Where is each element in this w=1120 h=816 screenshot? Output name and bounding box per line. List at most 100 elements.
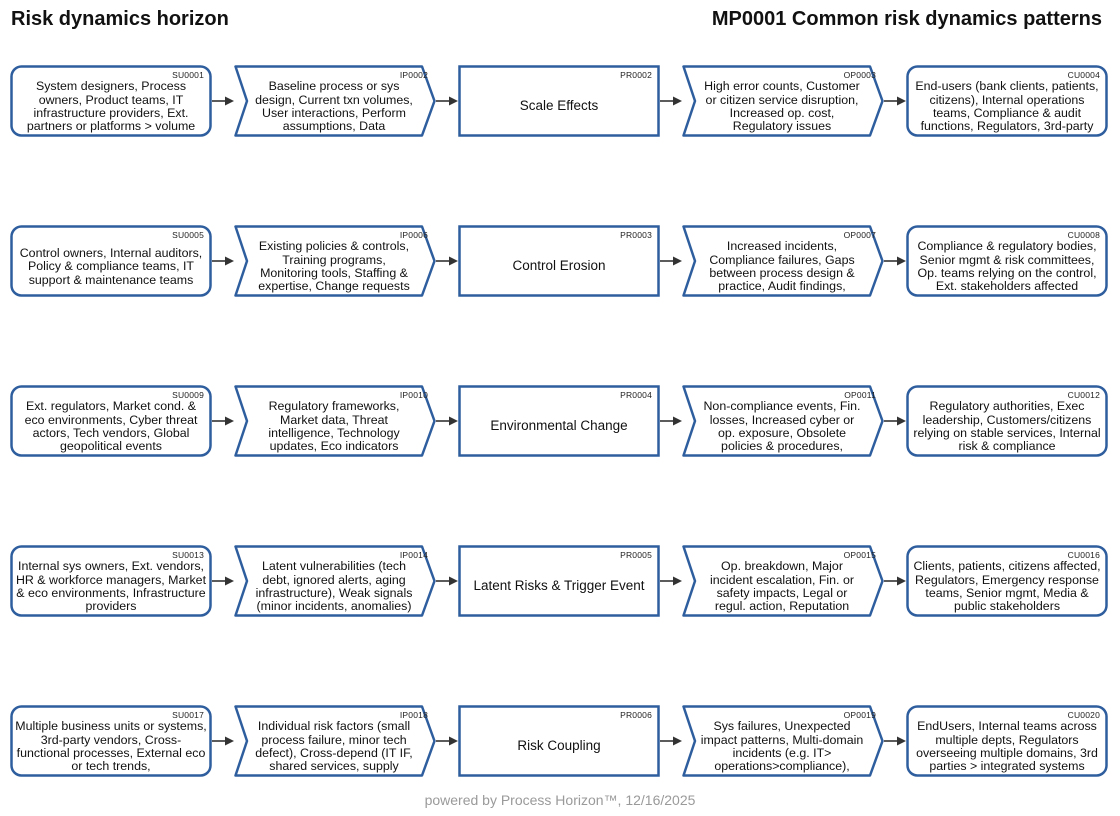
page-title: Risk dynamics horizon [11, 8, 229, 30]
customer-text: EndUsers, Internal teams across multiple… [916, 719, 1098, 774]
input-code: IP0014 [399, 550, 428, 560]
output-code: OP0019 [843, 710, 876, 720]
output-text: Op. breakdown, Major incident escalation… [710, 559, 854, 614]
process-shape [458, 545, 660, 617]
input-text: Regulatory frameworks, Market data, Thre… [268, 399, 400, 454]
supplier-text: Internal sys owners, Ext. vendors, HR & … [15, 559, 207, 614]
flow-arrow [884, 96, 906, 106]
supplier-text: Ext. regulators, Market cond. & eco envi… [24, 399, 198, 454]
output-text: High error counts, Customer or citizen s… [704, 79, 860, 134]
input-shape [234, 545, 436, 617]
customer-shape [906, 705, 1108, 777]
input-code: IP0018 [399, 710, 428, 720]
flow-arrow [436, 256, 458, 266]
customer-shape [906, 65, 1108, 137]
flow-arrow [212, 96, 234, 106]
process-code: PR0002 [620, 70, 652, 80]
flow-arrow [660, 736, 682, 746]
process-text: Environmental Change [490, 418, 628, 434]
supplier-shape [10, 385, 212, 457]
flow-arrow [884, 416, 906, 426]
process-shape [458, 385, 660, 457]
input-shape [234, 385, 436, 457]
input-text: Individual risk factors (small process f… [255, 719, 413, 774]
flow-arrow [884, 256, 906, 266]
flow-arrow [212, 736, 234, 746]
process-shape [458, 65, 660, 137]
supplier-shape [10, 545, 212, 617]
output-code: OP0011 [844, 390, 876, 400]
output-shape [682, 65, 884, 137]
process-text: Latent Risks & Trigger Event [473, 578, 645, 594]
flow-arrow [212, 416, 234, 426]
customer-code: CU0004 [1067, 70, 1100, 80]
process-text: Scale Effects [519, 98, 599, 114]
process-code: PR0004 [620, 390, 652, 400]
input-shape [234, 705, 436, 777]
output-shape [682, 225, 884, 297]
footer-credit: powered by Process Horizon™, 12/16/2025 [424, 792, 696, 808]
input-text: Latent vulnerabilities (tech debt, ignor… [255, 559, 413, 614]
input-text: Existing policies & controls, Training p… [258, 239, 410, 294]
process-code: PR0005 [620, 550, 652, 560]
supplier-text: Multiple business units or systems, 3rd-… [15, 719, 207, 774]
input-shape [234, 225, 436, 297]
customer-code: CU0020 [1067, 710, 1100, 720]
supplier-shape [10, 705, 212, 777]
flow-arrow [436, 416, 458, 426]
customer-text: Clients, patients, citizens affected, Re… [913, 559, 1101, 614]
supplier-shape [10, 65, 212, 137]
customer-text: Compliance & regulatory bodies, Senior m… [917, 239, 1097, 294]
diagram-title: MP0001 Common risk dynamics patterns [711, 8, 1102, 30]
output-text: Sys failures, Unexpected impact patterns… [700, 719, 864, 774]
output-text: Non-compliance events, Fin. losses, Incr… [703, 399, 861, 454]
customer-text: Regulatory authorities, Exec leadership,… [913, 399, 1101, 454]
customer-text: End-users (bank clients, patients, citiz… [915, 79, 1099, 134]
flow-arrow [212, 576, 234, 586]
customer-shape [906, 385, 1108, 457]
flow-arrow [436, 736, 458, 746]
output-code: OP0015 [843, 550, 876, 560]
flow-arrow [436, 96, 458, 106]
flow-arrow [884, 736, 906, 746]
supplier-code: SU0009 [172, 390, 204, 400]
supplier-code: SU0001 [172, 70, 204, 80]
flow-arrow [660, 256, 682, 266]
customer-shape [906, 545, 1108, 617]
output-code: OP0003 [843, 70, 876, 80]
flow-arrow [660, 576, 682, 586]
supplier-text: Control owners, Internal auditors, Polic… [19, 245, 203, 287]
process-shape [458, 705, 660, 777]
input-text: Baseline process or sys design, Current … [255, 79, 413, 134]
flow-arrow [436, 576, 458, 586]
process-code: PR0006 [620, 710, 652, 720]
customer-shape [906, 225, 1108, 297]
